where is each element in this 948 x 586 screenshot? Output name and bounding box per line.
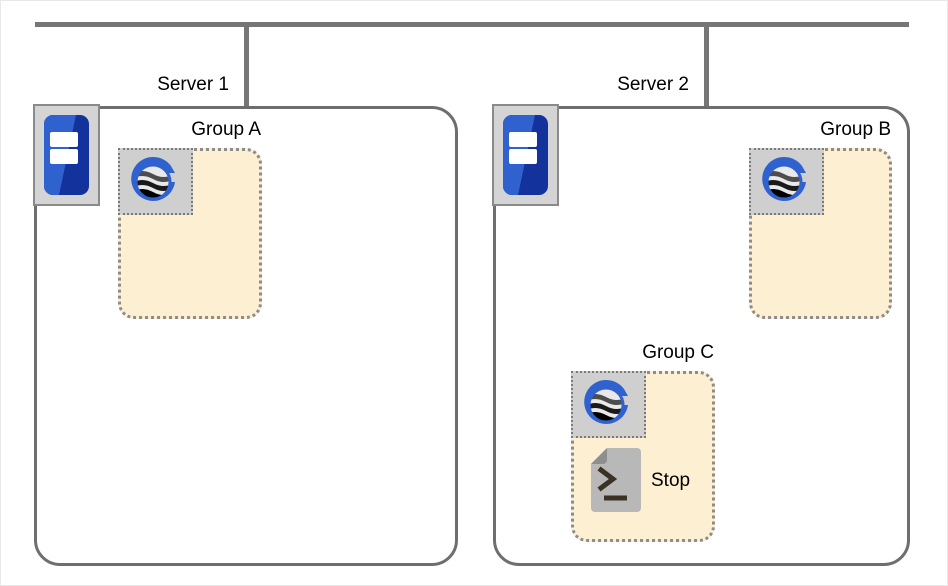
glassfish-instance-icon[interactable] (749, 148, 824, 215)
script-icon (591, 448, 641, 512)
group-a-label: Group A (191, 119, 261, 140)
server-1-label: Server 1 (157, 74, 229, 95)
server-2-label: Server 2 (617, 74, 689, 95)
server-chip-graphic (503, 115, 548, 195)
server-icon[interactable] (33, 104, 100, 206)
server-chip-graphic (44, 115, 89, 195)
glassfish-instance-icon[interactable] (571, 371, 646, 438)
network-drop-server-1 (244, 25, 249, 107)
script-item-stop[interactable]: Stop (591, 448, 690, 512)
script-label: Stop (651, 469, 691, 491)
server-icon[interactable] (492, 104, 559, 206)
group-c-label: Group C (642, 342, 714, 363)
server-bar-top (509, 131, 538, 147)
server-bar-top (50, 131, 79, 147)
network-bus-line (35, 22, 909, 27)
network-drop-server-2 (704, 25, 709, 107)
glassfish-instance-icon[interactable] (118, 148, 193, 215)
group-b-label: Group B (820, 119, 891, 140)
server-bar-bottom (509, 149, 538, 165)
server-bar-bottom (50, 149, 79, 165)
